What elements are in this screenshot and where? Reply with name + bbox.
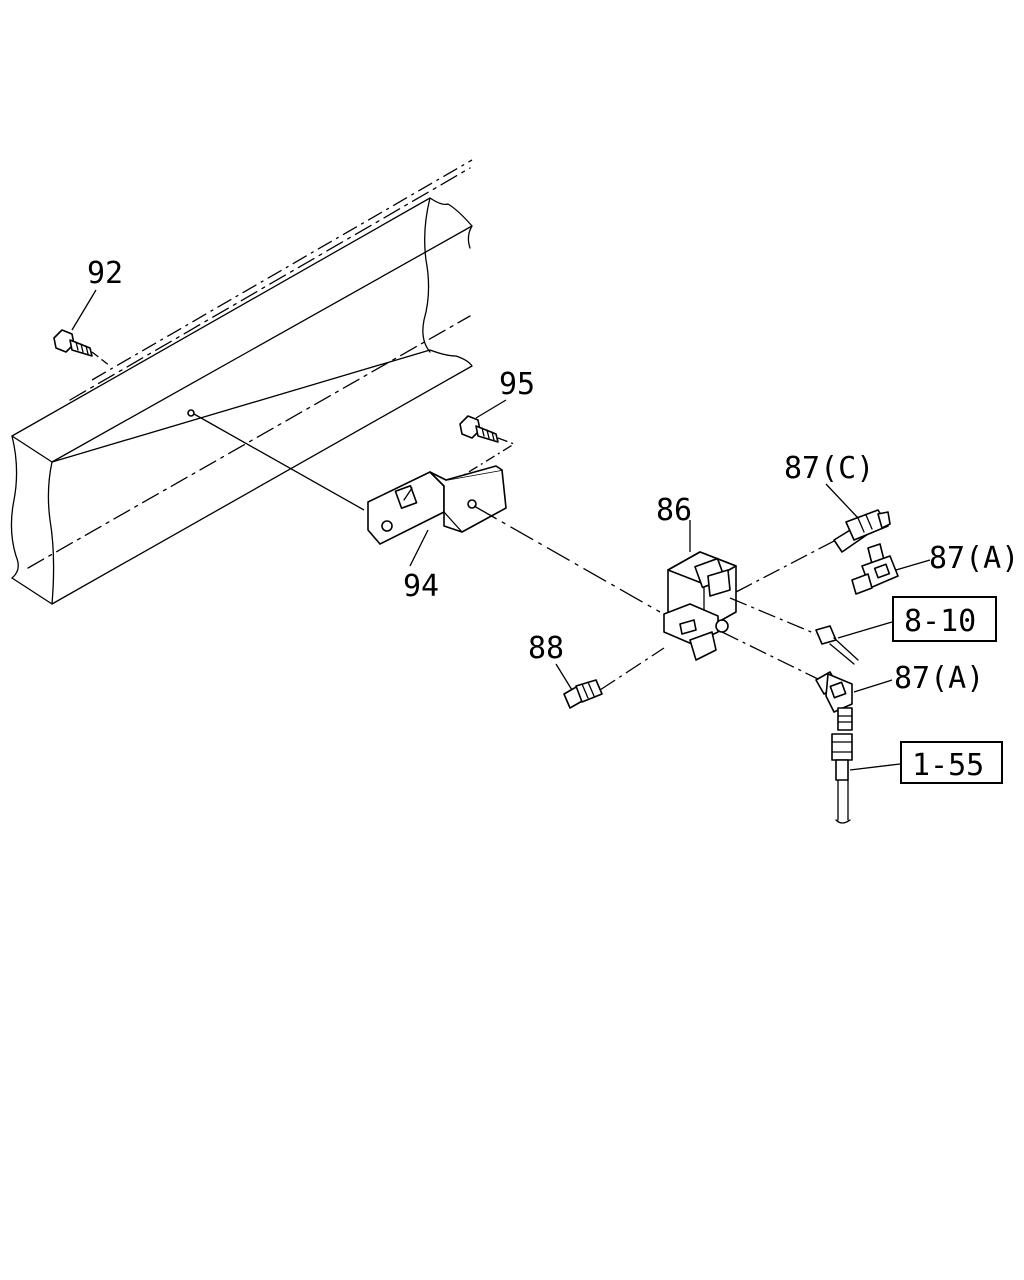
plug-88 (563, 647, 665, 709)
leader-87a-bottom (853, 679, 893, 693)
frame-rail (10, 159, 473, 605)
centreline-frame-bracket (193, 413, 365, 511)
callout-86: 86 (656, 493, 692, 528)
tee-fitting-87c (833, 509, 891, 553)
elbow-fitting-87a-bottom (721, 631, 853, 731)
leader-87c (825, 483, 859, 519)
callout-88: 88 (528, 631, 564, 666)
leader-8-10 (837, 621, 893, 639)
callout-87c: 87(C) (784, 451, 874, 486)
connector (729, 597, 859, 665)
pipe (831, 733, 853, 824)
centreline-bracket-valve (473, 505, 661, 613)
callout-95: 95 (499, 367, 535, 402)
elbow-fitting-87a-top (851, 543, 899, 595)
callout-94: 94 (403, 569, 439, 604)
bracket-94 (367, 465, 507, 545)
callout-87a-top: 87(A) (929, 541, 1019, 576)
leader-94 (409, 529, 429, 567)
leader-88 (555, 663, 573, 691)
leader-1-55 (849, 763, 901, 771)
bolt-95 (445, 399, 516, 487)
centreline-valve-87c (735, 539, 837, 593)
bolt-92 (53, 289, 111, 367)
ref-1-55[interactable]: 1-55 (912, 748, 984, 783)
valve-86 (663, 551, 737, 661)
callout-87a-bottom: 87(A) (894, 661, 984, 696)
ref-box-8-10[interactable] (892, 596, 997, 642)
ref-box-1-55[interactable] (900, 741, 1003, 784)
ref-8-10[interactable]: 8-10 (904, 604, 976, 639)
leader-87a-top (895, 559, 931, 571)
callout-92: 92 (87, 256, 123, 291)
